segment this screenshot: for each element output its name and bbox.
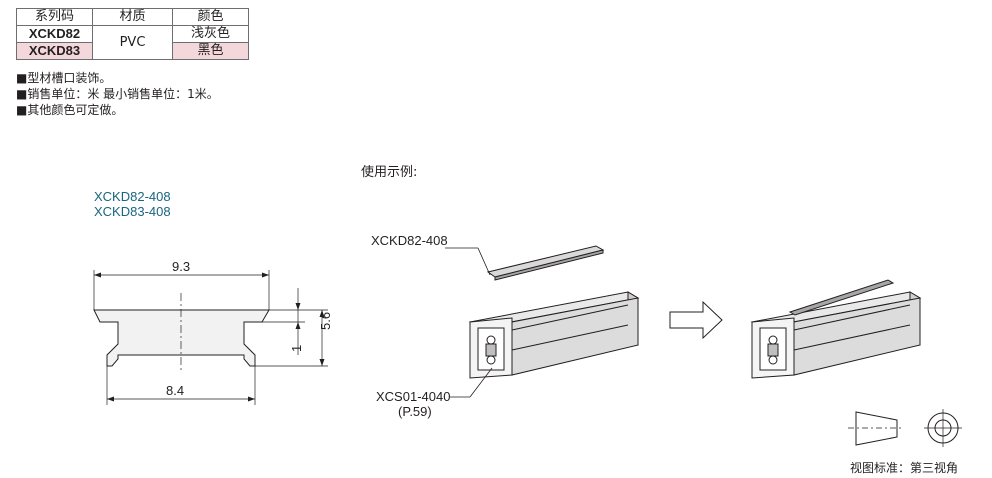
series-code-cell: XCKD83 [16, 42, 93, 60]
spec-table: 系列码 材质 颜色 XCKD82 PVC 浅灰色 XCKD83 黑色 [16, 8, 249, 60]
dim-top-width: 9.3 [172, 259, 191, 274]
table-row: XCKD82 PVC 浅灰色 [16, 25, 249, 60]
notes: ■型材槽口装饰。 ■销售单位：米 最小销售单位：1米。 ■其他颜色可定做。 [16, 70, 219, 118]
header-color: 颜色 [172, 8, 249, 26]
profile-label: XCS01-4040 [376, 389, 451, 404]
projection-symbol-icon [848, 409, 962, 447]
spec-table-header: 系列码 材质 颜色 [16, 8, 249, 26]
strip-label: XCKD82-408 [371, 233, 448, 248]
note-item: ■型材槽口装饰。 [16, 71, 112, 85]
note-item: ■销售单位：米 最小销售单位：1米。 [16, 87, 219, 101]
dim-bottom-width: 8.4 [166, 383, 185, 398]
part-number-list: XCKD82-408 XCKD83-408 [94, 189, 171, 219]
note-item: ■其他颜色可定做。 [16, 103, 124, 117]
dim-thickness: 1 [289, 344, 304, 352]
part-number: XCKD83-408 [94, 204, 171, 219]
header-material: 材质 [92, 8, 173, 26]
view-standard-label: 视图标准：第三视角 [850, 461, 959, 475]
header-series-code: 系列码 [16, 8, 93, 26]
color-cell: 黑色 [172, 42, 249, 60]
dim-height: 5.6 [318, 311, 333, 330]
color-cell: 浅灰色 [172, 25, 249, 43]
usage-title: 使用示例: [361, 165, 418, 180]
profile-page-ref: (P.59) [398, 404, 432, 419]
table-row: XCKD83 黑色 [16, 42, 249, 60]
part-number: XCKD82-408 [94, 189, 171, 204]
